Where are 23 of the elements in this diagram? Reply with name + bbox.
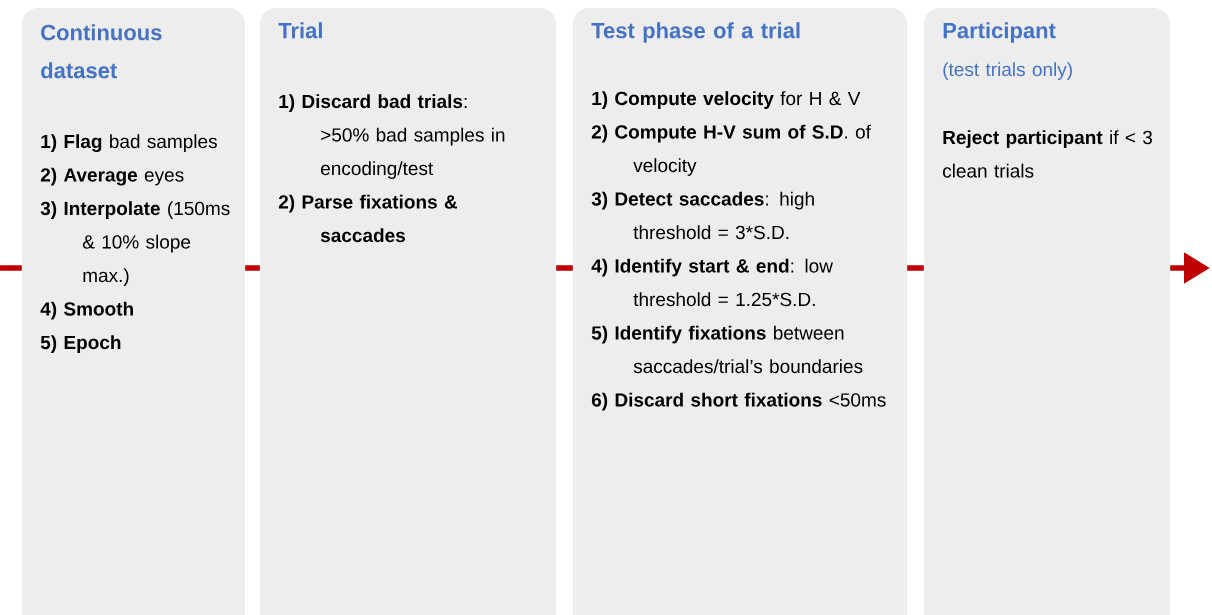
connector-line <box>245 265 260 271</box>
list-item: 2) Parse fixations & saccades <box>278 194 458 243</box>
list-item: 3) Detect saccades: high threshold = 3*S.D. <box>591 191 814 240</box>
list-item: 4) Smooth <box>40 301 133 320</box>
list-item: 1) Flag bad samples <box>41 134 217 152</box>
connector-line <box>907 265 924 271</box>
list-item: 4) Identify start & end: low threshold = 1.25*S.D. <box>591 258 833 307</box>
connector-line <box>556 265 573 271</box>
connector-line <box>0 265 22 271</box>
panel-heading: Test phase of a trial <box>591 22 800 43</box>
list-item: 1) Discard bad trials: >50% bad samples in encoding/test <box>279 94 505 179</box>
list-item: 1) Compute velocity for H & V <box>592 91 861 109</box>
list-item: Reject participant if < 3 clean trials <box>943 130 1152 178</box>
panel-heading: Continuous dataset <box>41 24 162 79</box>
list-item: 6) Discard short fixations <50ms <box>591 392 886 411</box>
list-item: 2) Average eyes <box>40 167 184 186</box>
list-item: 2) Compute H-V sum of S.D. of velocity <box>591 124 871 176</box>
list-item: 5) Epoch <box>40 335 121 353</box>
list-item: 5) Identify fixations between saccades/trial’s boundaries <box>591 325 863 374</box>
panel-subtitle: (test trials only) <box>943 62 1072 80</box>
list-item: 3) Interpolate (150ms & 10% slope max.) <box>40 201 230 286</box>
panel-heading: Participant <box>943 22 1056 43</box>
panel-heading: Trial <box>278 22 322 39</box>
